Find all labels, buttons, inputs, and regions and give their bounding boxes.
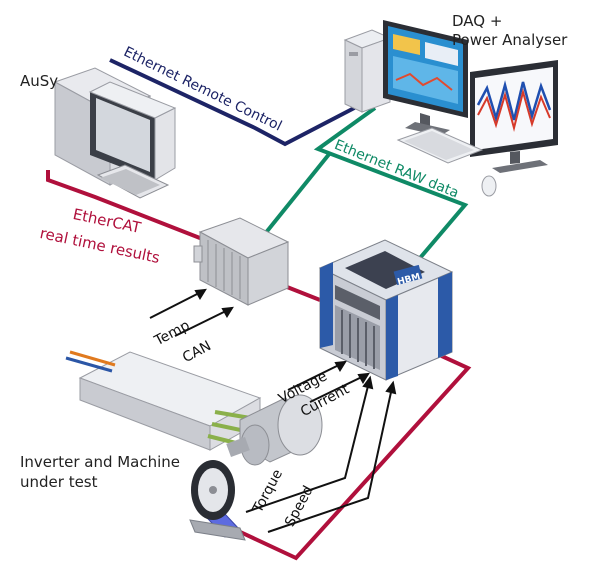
- can-temp-rack: [193, 217, 290, 306]
- speed-arrow: [267, 382, 394, 533]
- daq-monitor-right: [470, 60, 558, 173]
- daq-monitor-left: [383, 20, 468, 136]
- ethercat-line: [46, 170, 206, 242]
- inverter: [65, 350, 262, 451]
- temp-arrow: [149, 289, 206, 319]
- hbm-daq-unit: HBM: [318, 239, 454, 381]
- ausy-label: AuSy: [20, 72, 59, 90]
- voltage-arrow: [287, 361, 346, 391]
- keyboard: [396, 127, 484, 164]
- torque-arrow: [245, 377, 371, 513]
- daq-label-line2: Power Analyser: [452, 31, 568, 49]
- torque-flange: [189, 460, 246, 541]
- daq-label-line1: DAQ +: [452, 12, 503, 30]
- inverter-label-line2: under test: [20, 473, 98, 491]
- can-arrow: [174, 307, 233, 337]
- electric-machine: [226, 394, 323, 466]
- ethernet-raw-line: [313, 106, 469, 260]
- mouse: [481, 175, 497, 197]
- ethernet-remote-line: [109, 58, 361, 147]
- inverter-label-line1: Inverter and Machine: [20, 453, 181, 471]
- current-arrow: [309, 373, 369, 403]
- signal-arrows: [149, 288, 397, 533]
- ethernet-raw-branch: [258, 151, 332, 242]
- ausy-computer: [53, 67, 177, 199]
